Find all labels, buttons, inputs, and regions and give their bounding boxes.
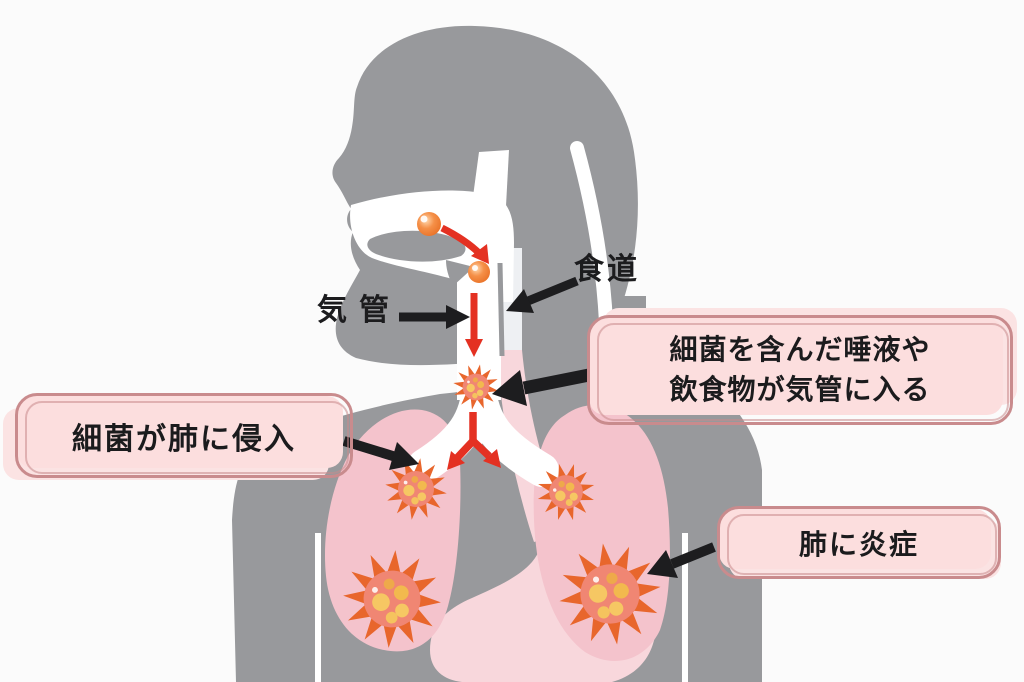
pointer-arrows bbox=[342, 276, 716, 578]
callout-fill bbox=[17, 396, 343, 468]
neck-contour-line bbox=[570, 141, 613, 329]
callout-inner-outline bbox=[727, 514, 997, 575]
callout-outline bbox=[15, 393, 353, 478]
callout-fill bbox=[589, 318, 1003, 415]
trachea-label: 気管 bbox=[317, 293, 401, 328]
callout-outline bbox=[587, 315, 1013, 425]
esophagus-label: 食道 bbox=[574, 252, 640, 287]
epiglottis bbox=[446, 260, 474, 286]
callout-saliva-line2: 飲食物が気管に入る bbox=[669, 373, 931, 406]
callout-inflam-text: 肺に炎症 bbox=[798, 527, 919, 561]
callout-saliva-line1: 細菌を含んだ唾液や bbox=[669, 333, 931, 366]
callout-outline bbox=[717, 506, 1001, 579]
callout-saliva-enters-trachea: 細菌を含んだ唾液や 飲食物が気管に入る bbox=[587, 315, 1013, 425]
saliva-callout-arrow bbox=[522, 368, 591, 395]
red-flow-arrows bbox=[440, 224, 501, 470]
callout-invade-text: 細菌が肺に侵入 bbox=[72, 421, 296, 457]
left-arm-line bbox=[315, 533, 321, 682]
callout-fill bbox=[719, 509, 991, 569]
inflammation-callout-arrow bbox=[670, 542, 716, 569]
right-arm-line bbox=[682, 533, 688, 682]
trachea-esophagus-divider bbox=[497, 262, 505, 357]
nasal-passage bbox=[472, 150, 509, 206]
callout-lung-inflammation: 肺に炎症 bbox=[717, 506, 1001, 579]
food-particle bbox=[417, 212, 441, 236]
callout-inner-outline bbox=[597, 323, 1009, 421]
callout-bacteria-invades-lungs: 細菌が肺に侵入 bbox=[15, 393, 353, 478]
tongue bbox=[367, 230, 466, 262]
food-particle bbox=[468, 261, 490, 283]
callout-inner-outline bbox=[25, 401, 349, 474]
esophagus-label-arrow bbox=[526, 276, 579, 306]
